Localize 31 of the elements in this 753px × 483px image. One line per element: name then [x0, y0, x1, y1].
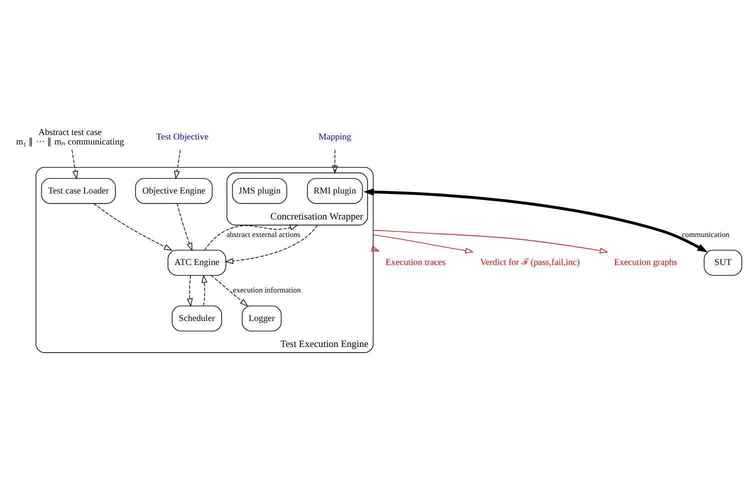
arrow	[72, 150, 78, 180]
arrow	[224, 224, 318, 264]
arrow	[204, 224, 298, 250]
arrow	[372, 230, 608, 254]
arrow	[363, 188, 708, 252]
node-box: ATC Engine	[168, 250, 226, 276]
arrow	[202, 274, 208, 306]
node-text: Abstract test case m₁ ∥ ··· ∥ mₙ communicating	[16, 126, 124, 147]
arrow	[332, 150, 338, 174]
edge-label: execution information	[233, 286, 301, 295]
arrow	[210, 275, 248, 306]
node-box: JMS plugin	[232, 178, 288, 204]
node-text: Test Objective	[156, 132, 208, 142]
node-box: SUT	[704, 250, 742, 276]
node-box: Logger	[242, 306, 282, 332]
arrow	[372, 234, 474, 254]
node-text: Execution traces	[386, 257, 446, 268]
arrow	[186, 275, 193, 307]
arrow	[93, 203, 172, 251]
node-box: Objective Engine	[135, 178, 213, 204]
node-box: Scheduler	[172, 306, 222, 332]
node-text: Mapping	[318, 132, 352, 142]
arrow	[370, 246, 380, 252]
node-text: Execution graphs	[614, 257, 678, 268]
node-text: Verdict for ℱ (pass,fail,inc)	[480, 257, 580, 268]
node-box: RMI plugin	[307, 178, 363, 204]
edge-label: abstract external actions	[226, 230, 300, 239]
arrow	[174, 150, 181, 180]
edge-label: communication	[682, 230, 730, 239]
node-box: Test case Loader	[41, 178, 116, 204]
arrow	[176, 203, 192, 252]
